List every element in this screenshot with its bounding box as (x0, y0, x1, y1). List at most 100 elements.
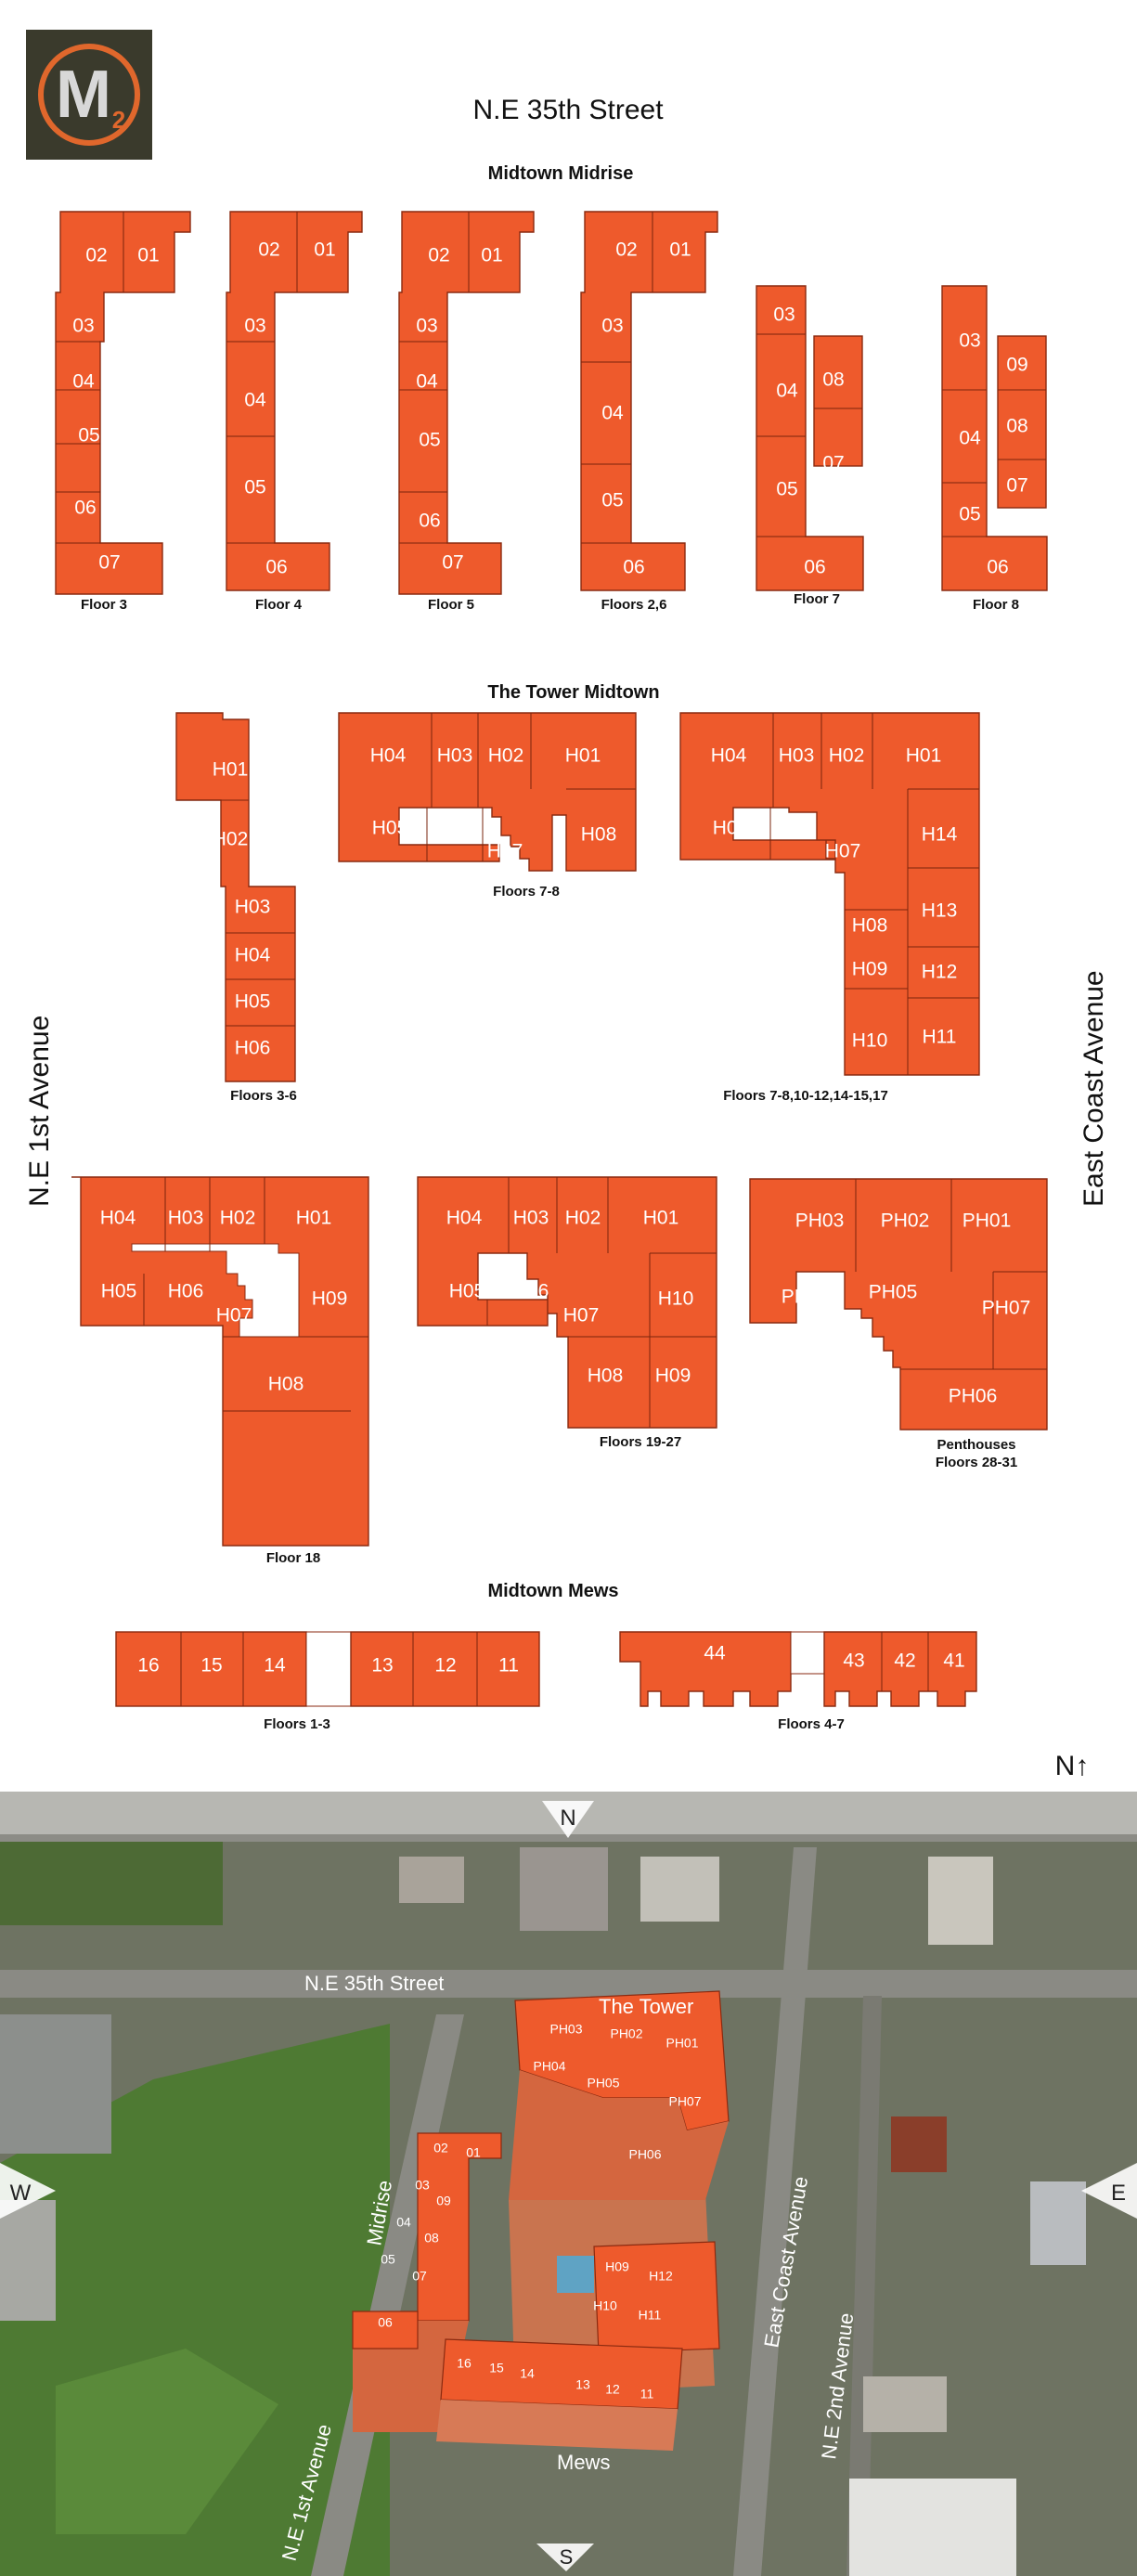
unit-number-label: H08 (581, 824, 617, 846)
unit-number-label: H04 (711, 745, 747, 767)
unit-number-label: PH07 (982, 1298, 1031, 1319)
unit-number-label: H01 (643, 1208, 679, 1229)
unit-number-label: 12 (434, 1655, 456, 1676)
unit-number-label: PH03 (795, 1210, 845, 1232)
unit-number-label: 04 (72, 371, 95, 393)
aerial-unit-label: PH01 (665, 2036, 698, 2051)
caption-floors-3-6: Floors 3-6 (230, 1088, 297, 1104)
aerial-unit-label: PH05 (587, 2076, 619, 2091)
unit-number-label: H06 (779, 818, 815, 839)
unit-number-label: H08 (588, 1366, 624, 1387)
caption-floor-7: Floor 7 (794, 591, 840, 607)
unit-number-label: 01 (481, 245, 502, 266)
unit-number-label: 44 (704, 1643, 726, 1664)
unit-number-label: 04 (959, 428, 981, 449)
unit-number-label: H06 (235, 1038, 271, 1059)
aerial-label-mews: Mews (557, 2451, 610, 2474)
caption-floors-4-7: Floors 4-7 (778, 1716, 845, 1732)
unit-number-label: PH04 (782, 1287, 831, 1308)
aerial-unit-label: 08 (424, 2231, 439, 2246)
caption-floor-3: Floor 3 (81, 597, 127, 613)
m2-logo: M 2 (26, 30, 152, 160)
unit-number-label: PH02 (881, 1210, 930, 1232)
unit-number-label: PH06 (949, 1386, 998, 1407)
street-label-left: N.E 1st Avenue (24, 1016, 55, 1207)
aerial-site-map: PH03 PH02 PH01 PH04 PH05 PH07 PH06 H09 H… (0, 1792, 1137, 2576)
unit-number-label: H03 (513, 1208, 549, 1229)
caption-floor-8: Floor 8 (973, 597, 1019, 613)
aerial-unit-label: 07 (412, 2269, 427, 2284)
caption-floors-2-6: Floors 2,6 (601, 597, 667, 613)
unit-number-label: 05 (959, 504, 980, 525)
aerial-unit-label: H09 (605, 2259, 629, 2274)
caption-penthouses-line2: Floors 28-31 (936, 1455, 1017, 1470)
aerial-unit-label: PH04 (533, 2059, 565, 2074)
unit-number-label: H08 (852, 915, 888, 937)
aerial-label-tower: The Tower (599, 1995, 693, 2018)
unit-number-label: 06 (987, 557, 1008, 578)
aerial-mews (436, 2338, 683, 2451)
unit-number-label: H05 (713, 818, 749, 839)
unit-number-label: 06 (804, 557, 825, 578)
unit-number-label: H02 (220, 1208, 256, 1229)
unit-number-label: 07 (822, 453, 844, 474)
unit-number-label: 04 (416, 371, 438, 393)
caption-floors-19-27: Floors 19-27 (600, 1434, 681, 1450)
unit-number-label: 09 (1006, 355, 1027, 376)
unit-number-label: 06 (623, 557, 644, 578)
unit-number-label: H05 (101, 1281, 137, 1302)
unit-number-label: 05 (601, 490, 623, 511)
unit-number-label: H01 (296, 1208, 332, 1229)
unit-number-label: H11 (923, 1027, 957, 1048)
aerial-label-ne35: N.E 35th Street (304, 1972, 444, 1995)
aerial-unit-label: PH06 (628, 2147, 661, 2162)
aerial-unit-label: 14 (520, 2366, 535, 2381)
unit-number-label: H04 (235, 945, 271, 966)
unit-number-label: 05 (776, 479, 797, 500)
unit-number-label: 04 (776, 381, 798, 402)
unit-number-label: 04 (244, 390, 266, 411)
unit-number-label: H09 (312, 1288, 348, 1310)
caption-floor-5: Floor 5 (428, 597, 474, 613)
compass-n: N (560, 1806, 575, 1831)
unit-number-label: H02 (488, 745, 524, 767)
unit-number-label: 06 (419, 511, 440, 532)
aerial-unit-label: H12 (649, 2269, 673, 2284)
unit-number-label: H07 (487, 841, 523, 862)
unit-number-label: 01 (314, 239, 335, 261)
unit-number-label: 04 (601, 403, 624, 424)
unit-number-label: 41 (943, 1650, 964, 1672)
unit-number-label: 03 (773, 304, 795, 326)
unit-number-label: H01 (565, 745, 601, 767)
unit-number-label: H03 (235, 897, 271, 918)
aerial-unit-label: H11 (639, 2308, 662, 2323)
unit-number-label: H06 (437, 818, 473, 839)
aerial-unit-label: 12 (605, 2382, 620, 2397)
floor-plans-diagram: M 2 N.E 35th Street N.E 1st Avenue East … (24, 30, 1109, 1781)
caption-penthouses-line1: Penthouses (937, 1437, 1015, 1453)
unit-number-label: 06 (265, 557, 287, 578)
unit-number-label: 42 (894, 1650, 915, 1672)
aerial-unit-label: 02 (433, 2141, 448, 2155)
logo-subscript: 2 (112, 106, 125, 134)
unit-number-label: 02 (615, 239, 637, 261)
unit-number-label: 08 (1006, 416, 1027, 437)
unit-number-label: 07 (98, 552, 120, 574)
aerial-unit-label: 13 (575, 2377, 590, 2392)
street-label-right: East Coast Avenue (1079, 970, 1109, 1207)
unit-number-label: H01 (213, 759, 249, 781)
aerial-unit-label: 05 (381, 2252, 395, 2267)
unit-number-label: H06 (513, 1281, 549, 1302)
unit-number-label: H03 (779, 745, 815, 767)
unit-number-label: 07 (1006, 475, 1027, 497)
unit-number-label: H05 (449, 1281, 485, 1302)
unit-number-label: 01 (669, 239, 691, 261)
aerial-unit-label: PH03 (549, 2022, 582, 2037)
unit-number-label: H12 (922, 962, 958, 983)
compass-s: S (560, 2545, 574, 2569)
